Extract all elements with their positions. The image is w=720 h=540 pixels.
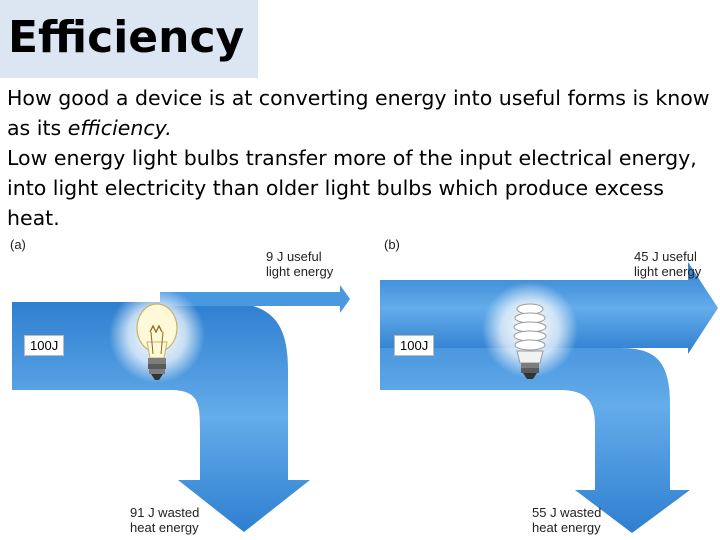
slide-title: Efficiency xyxy=(8,12,245,63)
wasted-energy-label-b-line1: 55 J wasted xyxy=(532,505,602,520)
paragraph-low-energy-bulbs: Low energy light bulbs transfer more of … xyxy=(7,146,697,230)
paragraph-efficiency-definition: How good a device is at converting energ… xyxy=(7,83,717,143)
input-energy-arrow xyxy=(12,302,310,532)
efficiency-term: efficiency. xyxy=(67,116,172,140)
energy-flow-diagram-a xyxy=(12,285,350,532)
input-energy-arrow-b xyxy=(380,280,690,533)
useful-energy-label-a-line2: light energy xyxy=(266,264,334,279)
body-text: How good a device is at converting energ… xyxy=(7,83,717,233)
wasted-energy-label-b-line2: heat energy xyxy=(532,520,601,535)
panel-label-b: (b) xyxy=(384,237,400,252)
filament-bulb-icon xyxy=(136,303,178,380)
definition-text: How good a device is at converting energ… xyxy=(7,86,710,140)
input-energy-label-b: 100J xyxy=(394,335,435,356)
useful-energy-label-b-line1: 45 J useful xyxy=(634,249,697,264)
energy-saving-bulb-icon xyxy=(513,303,547,379)
panel-label-a: (a) xyxy=(10,237,26,252)
useful-energy-label-a-line1: 9 J useful xyxy=(266,249,322,264)
energy-flow-diagram-b xyxy=(380,262,718,533)
wasted-energy-label-a-line1: 91 J wasted xyxy=(130,505,200,520)
wasted-energy-label-a-line2: heat energy xyxy=(130,520,199,535)
diagram-energy-saving-bulb: (b) 45 J useful light energy 100J 55 J w… xyxy=(370,230,720,540)
title-background xyxy=(0,0,258,78)
diagram-filament-bulb: (a) 9 J useful light energy 100J 91 J wa… xyxy=(0,230,360,540)
useful-energy-label-b-line2: light energy xyxy=(634,264,702,279)
input-energy-label-a: 100J xyxy=(24,335,65,356)
useful-light-arrow xyxy=(160,285,350,313)
